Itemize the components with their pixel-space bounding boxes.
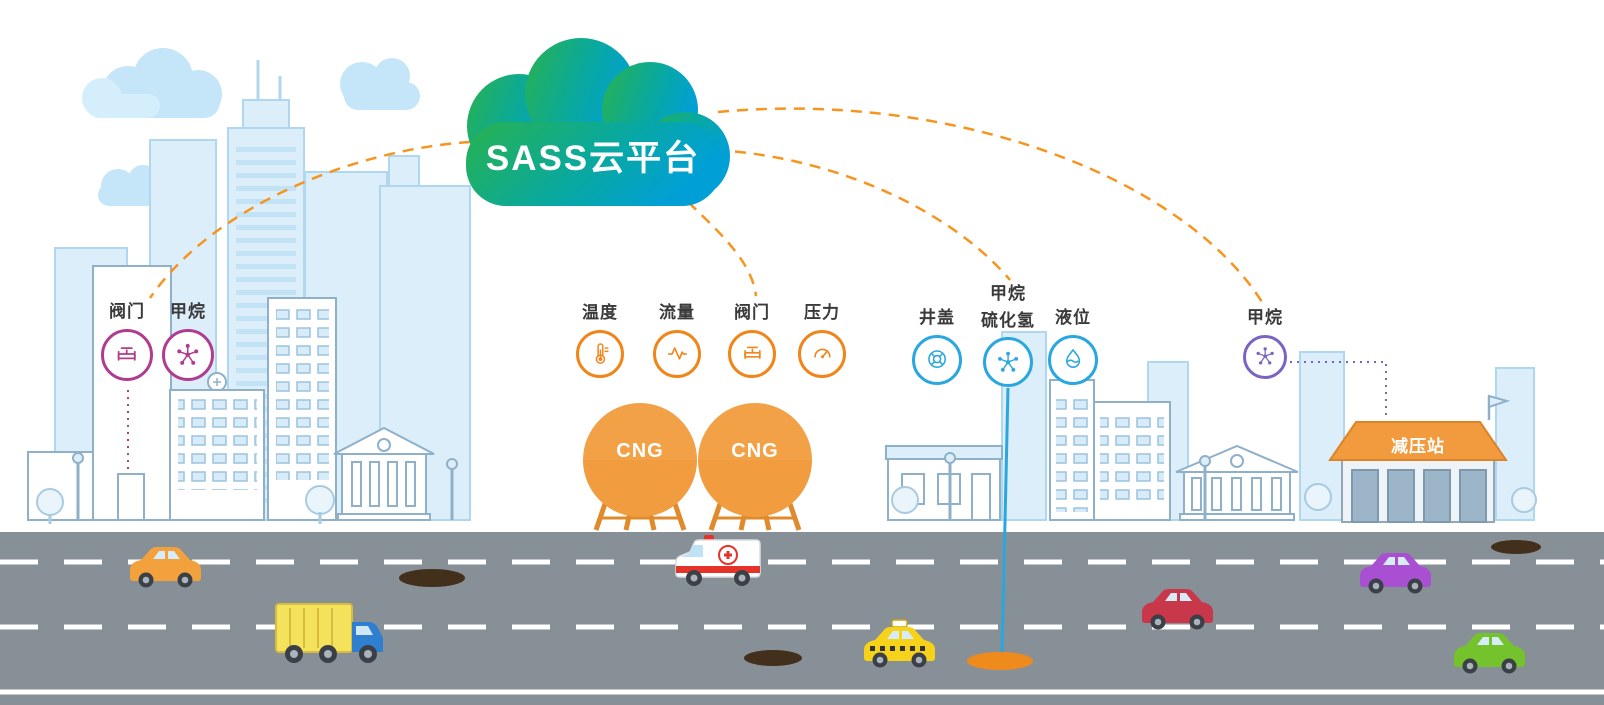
sensor-label: 液位 xyxy=(1055,308,1091,327)
sensor-flow: 流量 xyxy=(653,303,701,378)
methane-molecule-icon xyxy=(1243,334,1287,379)
street-greenery-left xyxy=(36,452,458,524)
truck xyxy=(275,603,383,663)
left-buildings xyxy=(27,265,435,521)
road xyxy=(0,532,1604,705)
manhole-cover xyxy=(399,540,1541,666)
sensor-liquid-level: 液位 xyxy=(1048,308,1098,385)
methane-molecule-icon xyxy=(983,337,1033,388)
sky-cloud xyxy=(340,58,420,110)
sensor-label: 甲烷 xyxy=(1247,308,1283,327)
flow-icon xyxy=(653,329,701,378)
sky-cloud xyxy=(82,78,160,118)
sensor-methane: 甲烷 xyxy=(162,302,214,381)
thermometer-icon xyxy=(576,329,624,378)
cng-tank-label: CNG xyxy=(731,440,779,462)
sensor-label: 阀门 xyxy=(734,303,770,322)
sensor-valve: 阀门 xyxy=(101,302,153,381)
station-link-line xyxy=(1290,361,1387,420)
sensor-label: 流量 xyxy=(659,303,695,322)
sensor-label: 硫化氢 xyxy=(981,310,1035,330)
valve-icon xyxy=(728,329,776,378)
car xyxy=(130,547,201,588)
sensor-label: 温度 xyxy=(582,303,618,322)
station-label: 减压站 xyxy=(1391,437,1445,456)
methane-molecule-icon xyxy=(162,328,214,381)
sensor-manhole: 井盖 xyxy=(912,308,962,385)
pressure-station-building xyxy=(1328,394,1511,523)
sensor-label: 甲烷 xyxy=(990,284,1026,303)
car xyxy=(1360,553,1431,594)
cloud-link-curve xyxy=(148,107,1264,303)
pressure-gauge-icon xyxy=(798,329,846,378)
sensor-label: 井盖 xyxy=(919,308,955,327)
cng-tank xyxy=(698,403,812,531)
sensor-valve: 阀门 xyxy=(728,303,776,378)
taxi xyxy=(864,619,935,668)
sensor-temperature: 温度 xyxy=(576,303,624,378)
sensor-label: 甲烷 xyxy=(170,302,206,321)
valve-icon xyxy=(101,328,153,381)
sensor-pressure: 压力 xyxy=(798,303,846,378)
cloud-platform-label: SASS云平台 xyxy=(485,139,701,178)
manhole-icon xyxy=(912,334,962,385)
sensor-methane-h2s: 甲烷 硫化氢 xyxy=(981,284,1035,388)
sensor-label: 阀门 xyxy=(109,302,145,321)
cng-tank-label: CNG xyxy=(616,440,664,462)
sensor-methane: 甲烷 xyxy=(1243,308,1287,379)
cloud-shape xyxy=(466,38,730,206)
pipeline-link-line xyxy=(1000,387,1010,657)
liquid-level-icon xyxy=(1048,334,1098,385)
cng-tank xyxy=(583,403,697,531)
street-greenery-right xyxy=(891,452,1537,520)
ambulance xyxy=(675,535,761,586)
sensor-label: 压力 xyxy=(804,303,840,322)
car xyxy=(1142,589,1213,630)
car xyxy=(1454,633,1525,674)
monitored-spot xyxy=(967,652,1033,670)
